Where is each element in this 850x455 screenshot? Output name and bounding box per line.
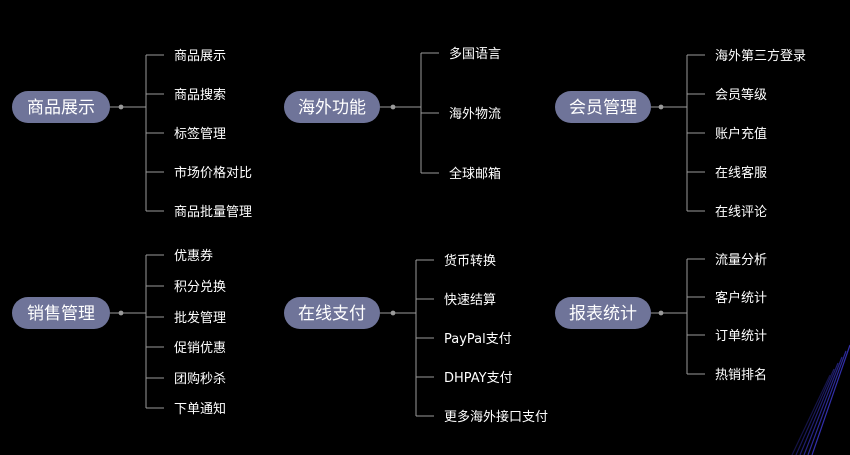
feature-item: 货币转换 xyxy=(444,253,496,269)
feature-item: 流量分析 xyxy=(715,253,767,268)
category-title: 会员管理 xyxy=(569,98,637,118)
feature-item: 商品搜索 xyxy=(174,88,226,103)
feature-item: 热销排名 xyxy=(715,367,767,383)
feature-item: 客户统计 xyxy=(715,290,767,306)
feature-item: PayPal支付 xyxy=(444,332,512,347)
feature-item: 订单统计 xyxy=(715,329,767,344)
category-title: 销售管理 xyxy=(27,304,95,324)
corner-decoration-lines xyxy=(791,344,850,455)
feature-item: 促销优惠 xyxy=(174,341,226,356)
feature-item: 团购秒杀 xyxy=(174,371,226,387)
connector-dot xyxy=(390,104,396,110)
decor-line xyxy=(795,368,835,455)
category-title: 在线支付 xyxy=(298,304,366,324)
feature-item: 在线客服 xyxy=(715,165,767,181)
category-title: 商品展示 xyxy=(27,98,95,118)
decor-line xyxy=(803,356,843,455)
feature-item: 积分兑换 xyxy=(174,280,226,295)
connector-dot xyxy=(118,104,124,110)
feature-item: 批发管理 xyxy=(174,310,226,326)
feature-item: 商品展示 xyxy=(174,49,226,64)
decor-line xyxy=(807,350,847,455)
connector-dot xyxy=(658,310,664,316)
feature-item: 在线评论 xyxy=(715,205,767,220)
category-node xyxy=(555,91,651,123)
feature-item: 下单通知 xyxy=(174,401,226,417)
feature-item: 全球邮箱 xyxy=(449,166,501,182)
category-title: 海外功能 xyxy=(298,98,366,118)
feature-item: 商品批量管理 xyxy=(174,205,252,220)
decor-line xyxy=(799,362,839,455)
feature-item: DHPAY支付 xyxy=(444,371,513,386)
category-node xyxy=(12,91,110,123)
feature-item: 会员等级 xyxy=(715,87,767,103)
connector-dot xyxy=(390,310,396,316)
decor-line xyxy=(791,374,831,455)
feature-item: 快速结算 xyxy=(444,293,496,308)
feature-item: 海外物流 xyxy=(449,107,501,122)
feature-item: 市场价格对比 xyxy=(174,165,252,181)
feature-item: 优惠券 xyxy=(174,248,213,264)
feature-item: 账户充值 xyxy=(715,126,767,142)
category-node xyxy=(12,297,110,329)
category-node xyxy=(284,91,380,123)
category-node xyxy=(555,297,651,329)
feature-item: 多国语言 xyxy=(449,46,501,62)
category-node xyxy=(284,297,380,329)
feature-item: 标签管理 xyxy=(174,126,226,142)
connector-dot xyxy=(118,310,124,316)
category-title: 报表统计 xyxy=(569,304,637,324)
feature-item: 海外第三方登录 xyxy=(715,48,806,64)
feature-item: 更多海外接口支付 xyxy=(444,409,548,425)
decor-line xyxy=(811,344,850,455)
connector-dot xyxy=(658,104,664,110)
